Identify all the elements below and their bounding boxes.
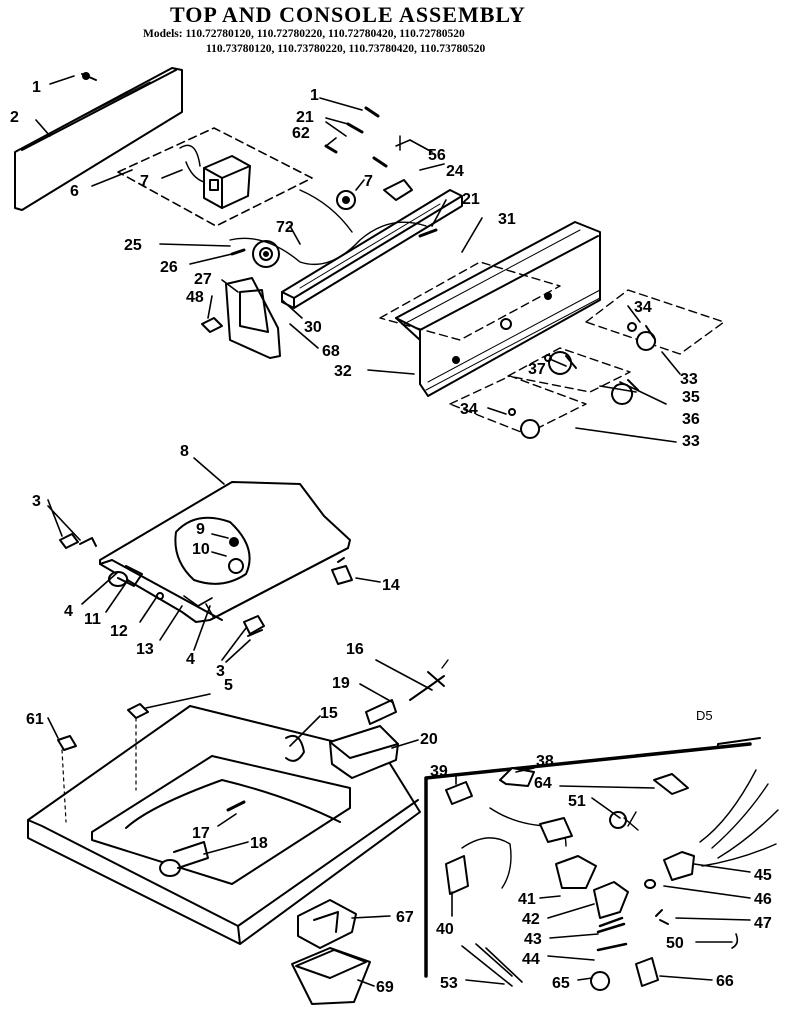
callout-53: 53 xyxy=(440,975,458,992)
lid-hinge-area xyxy=(174,516,251,585)
screw-part-1-left xyxy=(81,72,97,81)
callout-26: 26 xyxy=(160,259,178,276)
console-control-bar xyxy=(229,179,463,309)
callout-6: 6 xyxy=(70,183,79,200)
callout-64: 64 xyxy=(534,775,552,792)
callout-leader-lines xyxy=(35,75,751,987)
harness-components xyxy=(445,767,779,991)
callout-32: 32 xyxy=(334,363,352,380)
knob-group-lower xyxy=(449,375,587,439)
callout-1-console-screw: 1 xyxy=(310,87,319,104)
pedestal-parts xyxy=(291,899,371,1005)
callout-67: 67 xyxy=(396,909,414,926)
callout-40: 40 xyxy=(436,921,454,938)
callout-5: 5 xyxy=(224,677,233,694)
clip-part-48 xyxy=(201,317,223,333)
callout-69: 69 xyxy=(376,979,394,996)
callout-13: 13 xyxy=(136,641,154,658)
callout-8-lid: 8 xyxy=(180,443,189,460)
callout-33-upper: 33 xyxy=(680,371,698,388)
callout-42: 42 xyxy=(522,911,540,928)
callout-21-upper: 21 xyxy=(296,109,314,126)
section-code-label: D5 xyxy=(696,708,713,723)
lid-bumper xyxy=(331,557,353,585)
wiring-harness-box xyxy=(424,737,761,978)
timer-motor xyxy=(179,144,251,209)
callout-34-upper: 34 xyxy=(634,299,652,316)
top-panel-hardware xyxy=(57,703,305,877)
end-cap-bracket xyxy=(225,277,281,359)
callout-11: 11 xyxy=(84,611,101,628)
callout-12: 12 xyxy=(110,623,128,640)
callout-25: 25 xyxy=(124,237,142,254)
washer-top-panel xyxy=(27,705,421,945)
callout-2: 2 xyxy=(10,109,19,126)
console-inner-dashed-panel xyxy=(379,261,561,341)
callout-56: 56 xyxy=(428,147,446,164)
knob-group-upper xyxy=(585,289,725,355)
callout-21-lower: 21 xyxy=(462,191,480,208)
callout-4-left: 4 xyxy=(64,603,73,620)
callout-66: 66 xyxy=(716,973,734,990)
callout-47: 47 xyxy=(754,915,772,932)
callout-30: 30 xyxy=(304,319,322,336)
callout-72: 72 xyxy=(276,219,294,236)
callout-65: 65 xyxy=(552,975,570,992)
timer-mounting-dashed-panel xyxy=(117,127,313,227)
callout-61: 61 xyxy=(26,711,44,728)
callout-7-timer: 7 xyxy=(140,173,149,190)
callout-14: 14 xyxy=(382,577,400,594)
callout-43: 43 xyxy=(524,931,542,948)
callout-27: 27 xyxy=(194,271,212,288)
models-list-line-2: 110.73780120, 110.73780220, 110.73780420… xyxy=(206,43,486,55)
callout-18: 18 xyxy=(250,835,268,852)
callout-4-right: 4 xyxy=(186,651,195,668)
rear-panel xyxy=(14,67,183,211)
callout-3-upper: 3 xyxy=(32,493,41,510)
callout-36: 36 xyxy=(682,411,700,428)
callout-10: 10 xyxy=(192,541,210,558)
callout-34-lower: 34 xyxy=(460,401,478,418)
callout-35: 35 xyxy=(682,389,700,406)
callout-41: 41 xyxy=(518,891,536,908)
lid-switch-assembly xyxy=(329,659,449,779)
callout-37: 37 xyxy=(528,361,546,378)
diagram-title: TOP AND CONSOLE ASSEMBLY xyxy=(170,2,526,27)
callout-31: 31 xyxy=(498,211,516,228)
part-callouts: 1 2 6 7 1 21 62 56 24 7 21 31 72 25 26 2… xyxy=(10,79,772,996)
callout-24: 24 xyxy=(446,163,464,180)
callout-46: 46 xyxy=(754,891,772,908)
callout-68: 68 xyxy=(322,343,340,360)
callout-17: 17 xyxy=(192,825,210,842)
callout-20: 20 xyxy=(420,731,438,748)
callout-51: 51 xyxy=(568,793,586,810)
callout-7-console: 7 xyxy=(364,173,373,190)
console-panel xyxy=(395,221,601,397)
callout-44: 44 xyxy=(522,951,540,968)
lid xyxy=(99,481,351,623)
callout-48: 48 xyxy=(186,289,204,306)
small-screws-upper xyxy=(230,106,411,256)
callout-62: 62 xyxy=(292,125,310,142)
callout-16: 16 xyxy=(346,641,364,658)
callout-3-lower: 3 xyxy=(216,663,225,680)
callout-1-rear-panel-screw: 1 xyxy=(32,79,41,96)
callout-45: 45 xyxy=(754,867,772,884)
callout-19: 19 xyxy=(332,675,350,692)
callout-15: 15 xyxy=(320,705,338,722)
models-list-line-1: Models: 110.72780120, 110.72780220, 110.… xyxy=(143,28,465,40)
callout-38: 38 xyxy=(536,753,554,770)
callout-39: 39 xyxy=(430,763,448,780)
callout-33-lower: 33 xyxy=(682,433,700,450)
lid-opening xyxy=(91,755,351,885)
callout-9: 9 xyxy=(196,521,205,538)
callout-50: 50 xyxy=(666,935,684,952)
